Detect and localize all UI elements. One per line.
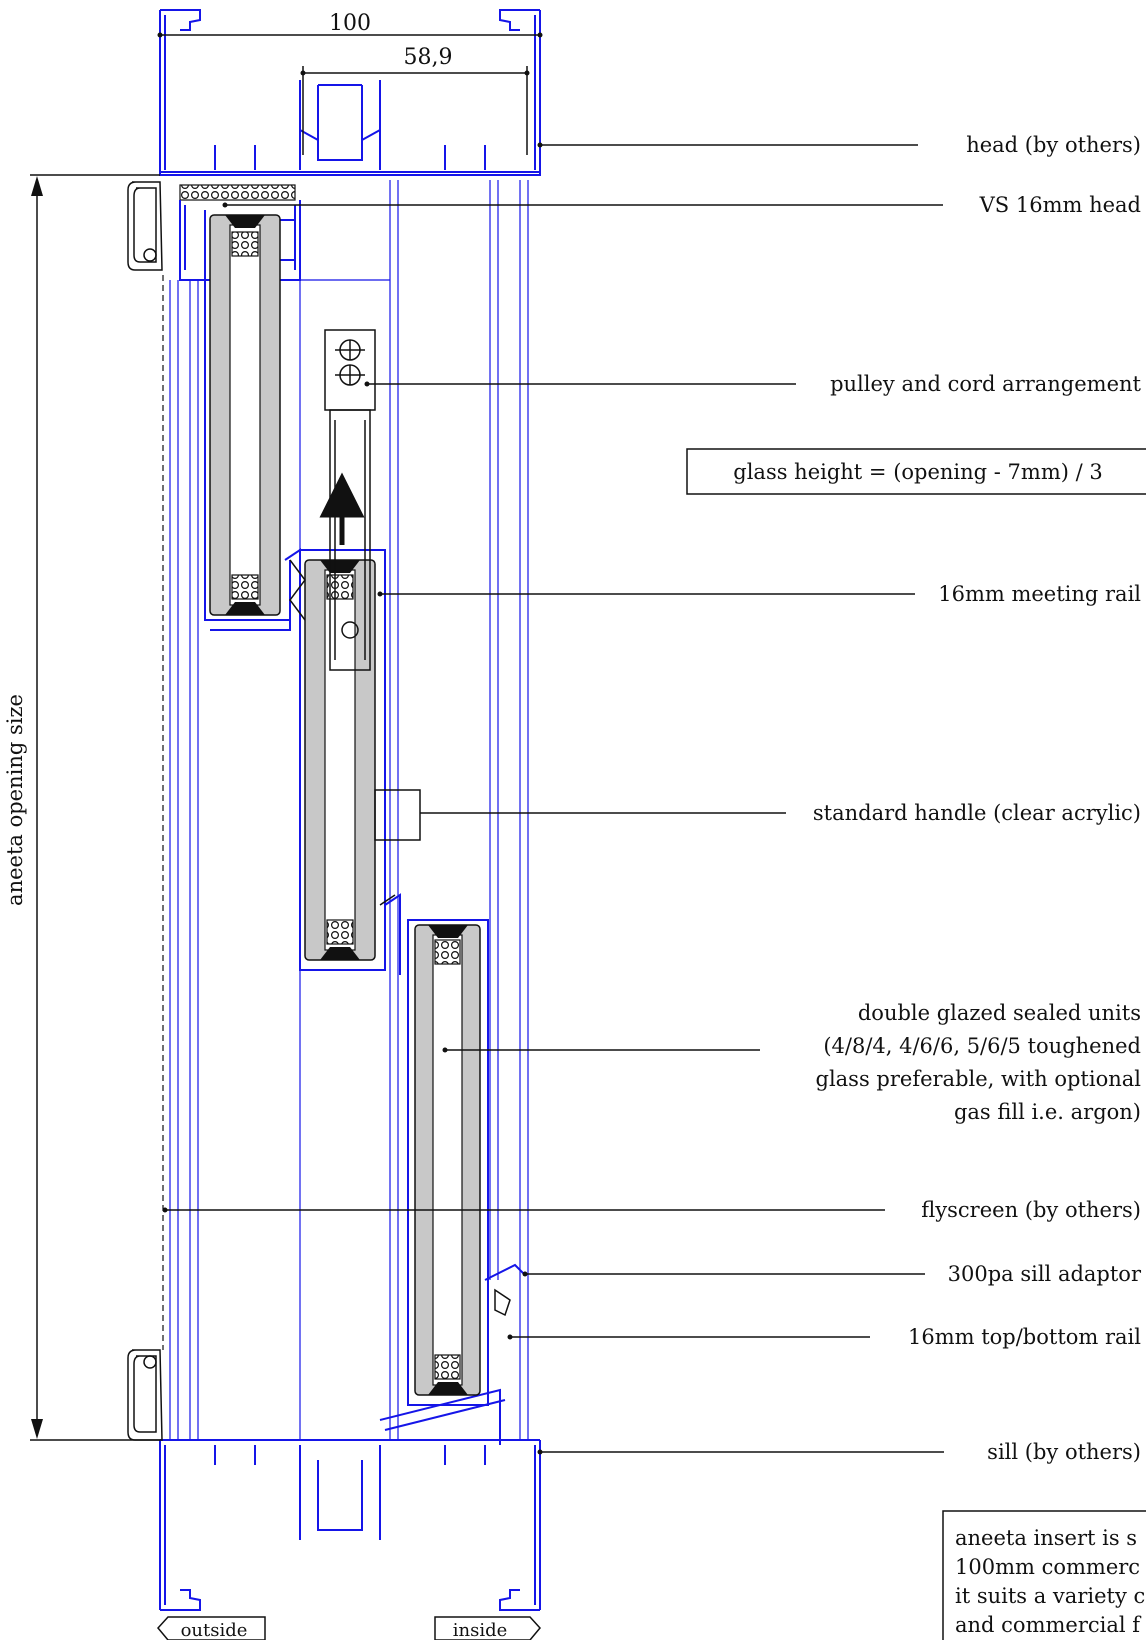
- glass-height-formula: glass height = (opening - 7mm) / 3: [733, 460, 1102, 484]
- pulley-assembly: [319, 329, 376, 671]
- note-line-3: it suits a variety c: [955, 1584, 1145, 1608]
- double-glazed-line-1: double glazed sealed units: [858, 1001, 1141, 1025]
- outside-tag-text: outside: [181, 1620, 248, 1640]
- inside-tag: inside: [434, 1616, 541, 1640]
- note-line-2: 100mm commerc: [955, 1555, 1140, 1579]
- double-glazed-line-4: gas fill i.e. argon): [954, 1100, 1141, 1124]
- flyscreen-label: flyscreen (by others): [921, 1198, 1141, 1222]
- handle-label: standard handle (clear acrylic): [813, 801, 1141, 825]
- opening-size-label: aneeta opening size: [3, 694, 27, 906]
- bottom-sash: [407, 919, 526, 1406]
- callout-handle: standard handle (clear acrylic): [420, 801, 1141, 825]
- double-glazed-line-2: (4/8/4, 4/6/6, 5/6/5 toughened: [823, 1034, 1141, 1058]
- top-bottom-rail-label: 16mm top/bottom rail: [908, 1325, 1141, 1349]
- dimension-58-9-text: 58,9: [404, 45, 453, 70]
- outside-tag: outside: [157, 1616, 266, 1640]
- meeting-rail-label: 16mm meeting rail: [938, 582, 1141, 606]
- track-lines: [169, 180, 529, 1440]
- dimension-58-9: 58,9: [300, 45, 530, 155]
- callout-meeting-rail: 16mm meeting rail: [377, 582, 1141, 606]
- dimension-opening: aneeta opening size: [3, 174, 160, 1441]
- sill-label: sill (by others): [987, 1440, 1141, 1464]
- callout-double-glazed: double glazed sealed units (4/8/4, 4/6/6…: [442, 1001, 1142, 1124]
- vs-head-label: VS 16mm head: [979, 193, 1141, 217]
- callout-sill-adaptor: 300pa sill adaptor: [522, 1262, 1142, 1286]
- note-box: aneeta insert is s 100mm commerc it suit…: [942, 1510, 1146, 1640]
- flyscreen-clip-top: [127, 181, 163, 271]
- top-sash: [204, 210, 301, 631]
- callout-top-bottom-rail: 16mm top/bottom rail: [507, 1325, 1141, 1349]
- handle-block: [374, 789, 421, 841]
- inside-tag-text: inside: [453, 1620, 508, 1640]
- sill-frame: [159, 1388, 541, 1611]
- middle-sash: [289, 549, 401, 975]
- dimension-100-text: 100: [329, 11, 371, 36]
- head-frame: [159, 9, 541, 176]
- glass-height-box: glass height = (opening - 7mm) / 3: [686, 448, 1146, 495]
- callout-head: head (by others): [537, 133, 1141, 157]
- callout-flyscreen: flyscreen (by others): [162, 1198, 1141, 1222]
- callout-pulley: pulley and cord arrangement: [364, 372, 1142, 396]
- flyscreen-clip-bottom: [127, 1349, 163, 1441]
- callout-sill: sill (by others): [537, 1440, 1141, 1464]
- head-label: head (by others): [966, 133, 1141, 157]
- double-glazed-line-3: glass preferable, with optional: [816, 1067, 1142, 1091]
- note-line-4: and commercial f: [955, 1613, 1142, 1637]
- pulley-label: pulley and cord arrangement: [830, 372, 1141, 396]
- callout-vs-head: VS 16mm head: [222, 193, 1141, 217]
- note-line-1: aneeta insert is s: [955, 1526, 1137, 1550]
- dimension-100: 100: [157, 11, 543, 38]
- sill-adaptor-label: 300pa sill adaptor: [948, 1262, 1142, 1286]
